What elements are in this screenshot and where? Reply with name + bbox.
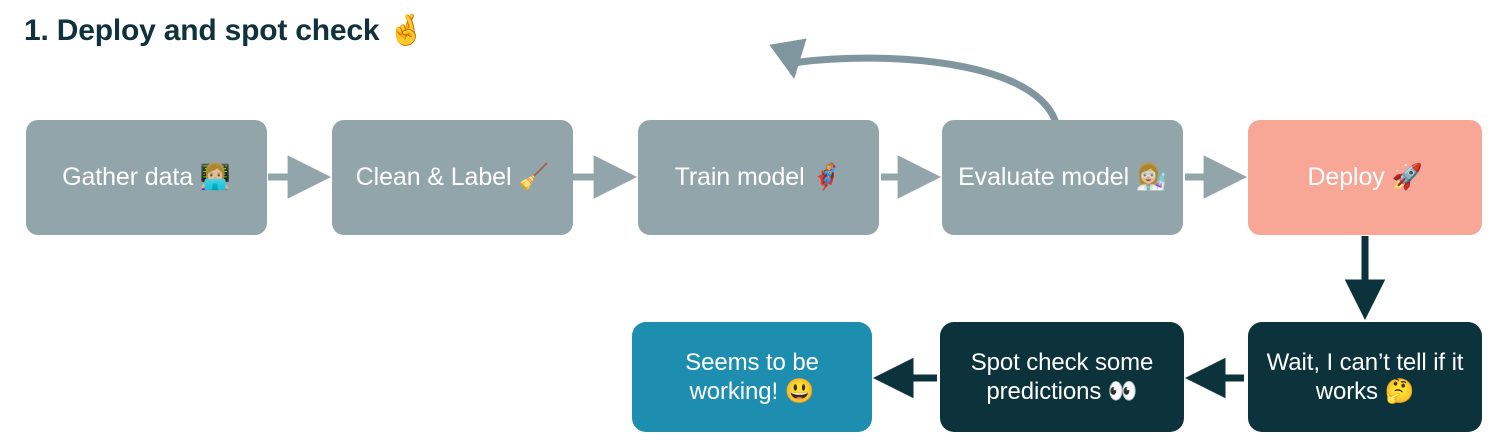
- arrow-evaluate-back-to-train: [769, 38, 1059, 124]
- node-deploy[interactable]: Deploy 🚀: [1248, 120, 1482, 235]
- node-clean-and-label[interactable]: Clean & Label 🧹: [332, 120, 573, 235]
- node-evaluate-model[interactable]: Evaluate model 👩🏼‍🔬: [942, 120, 1183, 235]
- node-spot-check-predictions[interactable]: Spot check some predictions 👀: [940, 322, 1184, 432]
- node-wait-cant-tell[interactable]: Wait, I can’t tell if it works 🤔: [1248, 322, 1482, 432]
- node-seems-to-be-working[interactable]: Seems to be working! 😃: [632, 322, 872, 432]
- page-title: 1. Deploy and spot check 🤞: [24, 14, 425, 47]
- node-gather-data[interactable]: Gather data 👩🏼‍💻: [26, 120, 267, 235]
- node-train-model[interactable]: Train model 🦸🏼‍♀️: [638, 120, 879, 235]
